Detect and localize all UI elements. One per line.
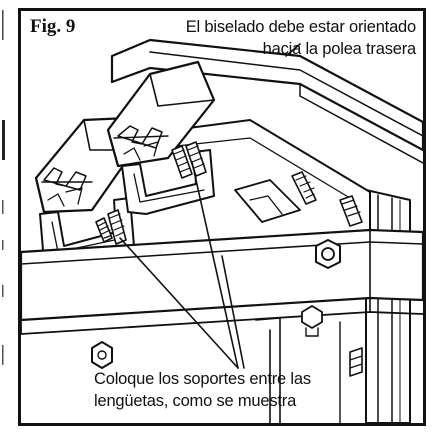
stud-right-1 bbox=[171, 145, 193, 179]
stud-left-1 bbox=[95, 217, 113, 243]
lower-bolt bbox=[301, 305, 323, 337]
callout-leader-top bbox=[285, 43, 301, 57]
stud-rear-2 bbox=[339, 195, 363, 227]
caption-top-line-1: El biselado debe estar orientado bbox=[185, 18, 416, 36]
side-clip bbox=[349, 347, 363, 377]
bracket-block-right bbox=[106, 60, 216, 168]
caption-bottom-line-2: lengüetas, como se muestra bbox=[94, 392, 297, 410]
channel-right bbox=[121, 149, 215, 215]
caption-bracket-placement: Coloque los soportes entre las lengüetas… bbox=[94, 368, 394, 412]
stud-rear-1 bbox=[291, 171, 317, 205]
page-margin-marks bbox=[2, 10, 5, 365]
figure-label: Fig. 9 bbox=[30, 16, 76, 37]
hex-nut-beam bbox=[315, 239, 341, 269]
hex-nut-lower bbox=[91, 341, 113, 369]
caption-top-line-2: hacia la polea trasera bbox=[262, 40, 417, 58]
caption-bottom-line-1: Coloque los soportes entre las bbox=[94, 370, 311, 388]
caption-bevel-orientation: El biselado debe estar orientado hacia l… bbox=[116, 16, 416, 60]
stud-left-2 bbox=[107, 209, 127, 245]
callout-leaders bbox=[119, 161, 245, 369]
lower-panel bbox=[255, 317, 341, 423]
